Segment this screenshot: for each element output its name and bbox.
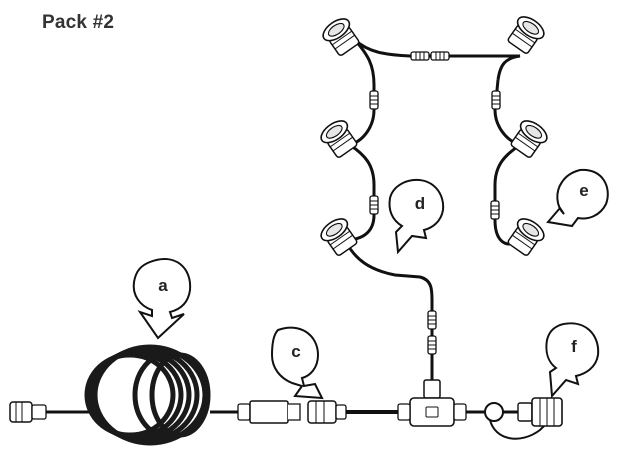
deck-light <box>506 115 552 161</box>
callout-f: f <box>545 322 600 399</box>
inline-connector <box>430 51 450 61</box>
t-splitter <box>397 379 467 427</box>
deck-light <box>503 213 549 259</box>
callout-label-c: c <box>291 342 300 361</box>
coil-end-connector <box>237 400 301 424</box>
inline-connector <box>491 90 501 110</box>
page-title: Pack #2 <box>42 12 115 33</box>
inline-connector <box>490 200 500 220</box>
callout-label-e: e <box>579 181 588 200</box>
callout-label-f: f <box>571 337 577 356</box>
callout-e: e <box>546 168 609 228</box>
deck-light <box>318 13 364 59</box>
inline-connector <box>369 195 379 215</box>
coupler <box>307 400 347 424</box>
inline-connector <box>410 51 430 61</box>
inline-connector <box>427 335 437 355</box>
deck-light <box>316 115 362 161</box>
end-cap-connector <box>484 397 563 440</box>
callout-a: a <box>132 257 192 340</box>
callout-label-d: d <box>415 194 425 213</box>
inline-connector <box>369 90 379 110</box>
inline-connector <box>427 310 437 330</box>
light-network <box>316 11 552 395</box>
callout-d: d <box>388 179 445 255</box>
end-plug <box>9 401 47 423</box>
callout-c: c <box>270 326 324 400</box>
callout-label-a: a <box>158 276 168 295</box>
coiled-cable <box>84 344 211 446</box>
deck-light <box>503 11 549 57</box>
